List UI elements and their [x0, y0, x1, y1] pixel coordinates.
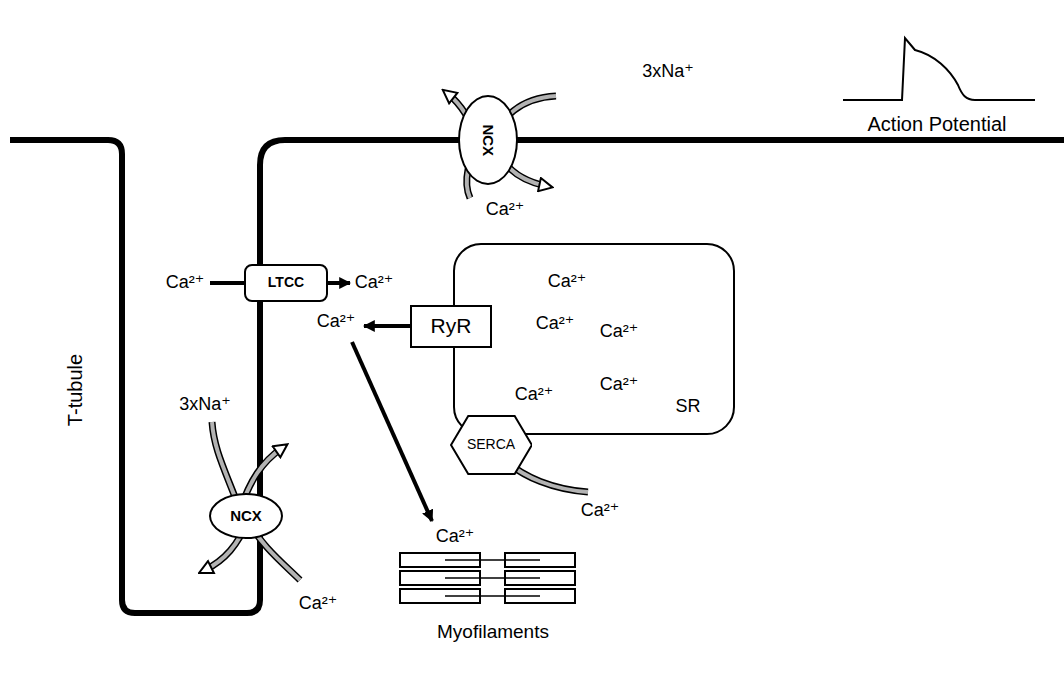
calcium-flux [352, 342, 432, 521]
cell-membrane [10, 140, 1064, 613]
calcium-flux [210, 281, 245, 285]
ion-label: Ca²⁺ [600, 375, 639, 395]
ion-label: Ca²⁺ [317, 312, 356, 332]
ion-label: Ca²⁺ [486, 200, 525, 220]
ion-label: Ca²⁺ [548, 272, 587, 292]
signal-label: Action Potential [868, 113, 1007, 135]
ion-label: Ca²⁺ [166, 273, 205, 293]
calcium-flux [364, 324, 412, 328]
ion-label: Ca²⁺ [536, 314, 575, 334]
serca-pump: SERCA [450, 415, 533, 475]
ion-exchanger: NCX [209, 493, 283, 539]
myofilament-icon [400, 553, 575, 603]
ion-label: Ca²⁺ [581, 501, 620, 521]
action-potential-trace [843, 38, 1035, 100]
ion-label: Ca²⁺ [600, 322, 639, 342]
structure-label: T-tubule [64, 354, 86, 426]
receptor-name: RyR [431, 314, 472, 337]
organelle-name: SR [675, 397, 700, 417]
calcium-flux [326, 281, 350, 285]
ion-label: Ca²⁺ [515, 385, 554, 405]
exchanger-name: NCX [230, 508, 262, 525]
ion-label: 3xNa⁺ [642, 62, 694, 82]
ryanodine-receptor: RyR [410, 305, 492, 348]
channel-name: LTCC [268, 275, 304, 290]
pump-name: SERCA [467, 437, 515, 452]
ion-label: Ca²⁺ [436, 527, 475, 547]
sarcoplasmic-reticulum: Ca²⁺ Ca²⁺ Ca²⁺ Ca²⁺ Ca²⁺ SR [453, 243, 735, 435]
calcium-channel: LTCC [244, 264, 328, 302]
structure-label: Myofilaments [437, 622, 549, 643]
ion-label: Ca²⁺ [355, 273, 394, 293]
exchanger-name: NCX [480, 124, 497, 156]
ion-exchanger: NCX [458, 95, 518, 185]
ion-label: 3xNa⁺ [179, 395, 231, 415]
pump-outline [451, 416, 532, 474]
ion-label: Ca²⁺ [299, 594, 338, 614]
